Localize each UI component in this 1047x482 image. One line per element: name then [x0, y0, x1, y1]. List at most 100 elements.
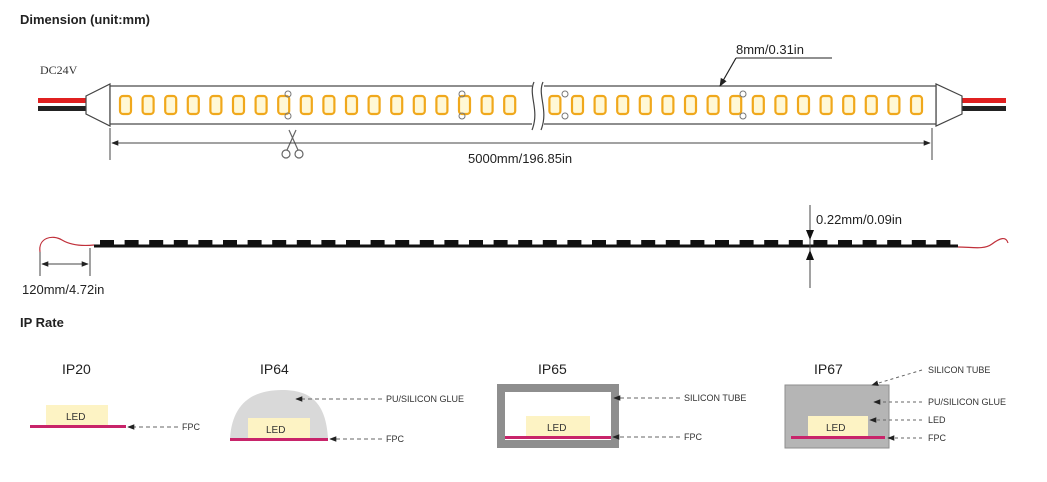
ip20-led: [46, 405, 108, 425]
left-wires: [38, 98, 88, 111]
led-chip: [367, 94, 381, 116]
ip64-led-label: LED: [266, 425, 285, 436]
ip-rate-title: IP Rate: [20, 315, 64, 330]
led-chip: [412, 94, 426, 116]
thickness-label: 0.22mm/0.09in: [816, 212, 902, 227]
side-led-chip: [469, 240, 483, 245]
led-chip: [254, 94, 268, 116]
led-chip: [503, 94, 517, 116]
ip65-fpc-label: FPC: [684, 432, 703, 442]
side-led-chip: [739, 240, 754, 245]
side-led-chip: [715, 240, 729, 245]
right-lead-wire: [957, 238, 1009, 249]
break-mark: [531, 80, 545, 131]
thickness-arrow-top: [806, 230, 814, 240]
side-led-chip: [419, 240, 434, 245]
ip67-led-label: LED: [826, 423, 845, 434]
ip67-tube-label: SILICON TUBE: [928, 365, 990, 375]
side-led-chip: [100, 240, 114, 245]
side-led-chip: [665, 240, 680, 245]
strip-top-view: DC24V: [38, 42, 1006, 166]
ip64-diagram: IP64 LED PU/SILICON GLUE FPC: [230, 361, 464, 444]
side-led-chip: [272, 240, 287, 245]
ip20-led-label: LED: [66, 412, 85, 423]
led-chip: [322, 94, 336, 116]
side-led-chip: [911, 240, 926, 245]
ip64-fpc-label: FPC: [386, 434, 405, 444]
led-chip: [435, 94, 449, 116]
ip67-led-label-callout: LED: [928, 415, 946, 425]
side-led-chip: [124, 240, 139, 245]
ip67-fpc: [791, 436, 885, 439]
ip20-fpc: [30, 425, 126, 428]
voltage-label: DC24V: [40, 63, 78, 77]
led-chip: [480, 94, 494, 116]
side-led-chip: [690, 240, 705, 245]
ip65-led-label: LED: [547, 423, 566, 434]
led-chip: [570, 94, 585, 116]
led-chip: [209, 94, 223, 116]
ip65-title: IP65: [538, 361, 567, 377]
ip67-glue-label: PU/SILICON GLUE: [928, 397, 1006, 407]
led-chip: [661, 94, 675, 116]
led-chip: [141, 94, 155, 116]
side-led-chip: [936, 240, 951, 245]
side-led-chip: [518, 240, 533, 245]
width-label: 8mm/0.31in: [736, 42, 804, 57]
ip64-title: IP64: [260, 361, 289, 377]
ip20-fpc-label: FPC: [182, 422, 201, 432]
ip64-glue-label: PU/SILICON GLUE: [386, 394, 464, 404]
side-led-chip: [542, 240, 557, 245]
ip65-diagram: IP65 LED SILICON TUBE FPC: [497, 361, 746, 448]
led-chip: [299, 94, 313, 116]
ip67-fpc-label: FPC: [928, 433, 947, 443]
ip65-led: [526, 416, 590, 436]
side-led-chip: [198, 240, 213, 245]
ip64-led: [248, 418, 310, 438]
led-chip: [887, 94, 901, 116]
side-led-chip: [764, 240, 779, 245]
right-end-cap: [935, 83, 963, 127]
ip20-title: IP20: [62, 361, 91, 377]
side-led-chip: [838, 240, 852, 245]
side-led-chip: [444, 240, 459, 245]
ip67-diagram: IP67 LED SILICON TUBE PU/SILICON GLUE LE…: [784, 361, 1006, 449]
side-led-chip: [641, 240, 656, 245]
led-chip: [774, 94, 788, 116]
led-chip: [751, 94, 765, 116]
side-led-chip: [173, 240, 188, 245]
led-chip: [593, 94, 607, 116]
led-chip: [164, 94, 178, 116]
led-chip: [864, 94, 878, 116]
right-wires: [960, 98, 1006, 111]
led-chip: [231, 94, 246, 116]
led-chip: [344, 94, 359, 116]
ip67-led: [808, 416, 868, 436]
led-chip: [819, 94, 833, 116]
scissors-icon: [281, 129, 304, 159]
length-label: 5000mm/196.85in: [468, 151, 572, 166]
led-chip: [683, 94, 698, 116]
side-led-chip: [247, 240, 262, 245]
side-led-chip: [567, 240, 582, 245]
led-chip: [186, 94, 200, 116]
dimension-title: Dimension (unit:mm): [20, 12, 150, 27]
strip-side-view: 0.22mm/0.09in 120mm/4.72in: [22, 205, 1009, 297]
ip65-fpc: [505, 436, 611, 439]
led-chip: [909, 94, 924, 116]
led-chip: [729, 94, 743, 116]
led-chip: [118, 94, 133, 116]
side-led-chip: [788, 240, 803, 245]
led-chip: [548, 94, 562, 116]
led-chip: [842, 94, 856, 116]
led-chip: [277, 94, 291, 116]
led-chip: [457, 94, 472, 116]
width-leader: [719, 57, 737, 87]
side-led-chip: [223, 240, 237, 245]
side-led-chip: [616, 240, 631, 245]
left-end-cap: [85, 83, 111, 127]
side-led-chips: [100, 240, 951, 245]
side-led-chip: [862, 240, 877, 245]
led-chip: [390, 94, 404, 116]
side-led-chip: [592, 240, 606, 245]
